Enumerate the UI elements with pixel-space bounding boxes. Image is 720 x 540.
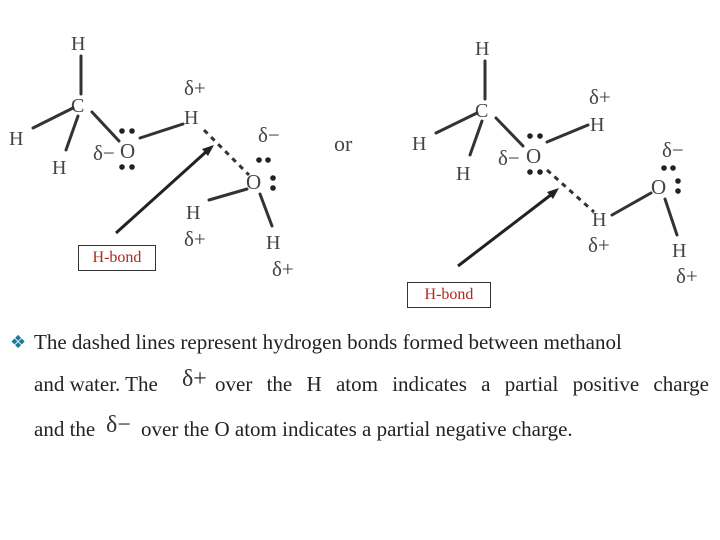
right-methanol: H C H H δ− O δ+ H [412,38,611,185]
bond-line [207,187,249,202]
atom-o: O [526,144,541,168]
partial-negative-label: δ− [498,146,520,170]
arrow-head-icon [547,188,559,199]
atom-o: O [246,170,261,194]
bond-line [64,114,80,152]
lone-pair-dot [527,169,533,175]
lone-pair-dot [119,128,125,134]
hbond-label: H-bond [407,282,491,308]
lone-pair-dot [265,157,271,163]
atom-c: C [475,100,488,122]
partial-positive-label: δ+ [589,85,611,109]
lone-pair-dot [675,178,681,184]
atom-h: H [590,114,604,136]
diamond-bullet-icon: ❖ [10,332,27,353]
or-connector: or [334,131,353,156]
hydrogen-bond-dash [202,128,251,177]
atom-h: H [71,33,85,55]
left-water: δ− O H δ+ H δ+ [184,123,294,281]
atom-o: O [120,139,135,163]
atom-h: H [266,232,280,254]
description-line-2-end: over the H atom indicates a partial posi… [215,372,709,396]
atom-c: C [71,95,84,117]
bond-line [494,116,525,148]
partial-positive-label: δ+ [184,227,206,251]
partial-negative-label: δ− [93,141,115,165]
description-line-3-start: and the [34,417,96,441]
lone-pair-dot [129,128,135,134]
lone-pair-dot [527,133,533,139]
atom-h: H [475,38,489,60]
lone-pair-dot [670,165,676,171]
partial-positive-label: δ+ [272,257,294,281]
lone-pair-dot [119,164,125,170]
partial-positive-symbol: δ+ [182,366,207,392]
bond-line [610,191,653,217]
bond-line [31,106,75,130]
arrow-line [457,192,553,268]
lone-pair-dot [675,188,681,194]
lone-pair-dot [537,133,543,139]
left-methanol: H C H H δ− O δ+ H [9,33,206,179]
lone-pair-dot [270,175,276,181]
atom-h: H [9,128,23,150]
atom-h: H [52,157,66,179]
partial-negative-symbol: δ− [106,412,131,438]
lone-pair-dot [661,165,667,171]
arrow-head-icon [202,145,214,156]
partial-negative-label: δ− [662,138,684,162]
atom-h: H [186,202,200,224]
atom-h: H [592,209,606,231]
hydrogen-bond-dash [546,168,595,214]
lone-pair-dot [256,157,262,163]
lone-pair-dot [129,164,135,170]
bond-line [468,119,484,157]
bond-line [90,110,121,143]
lone-pair-dot [537,169,543,175]
bond-line [138,122,185,140]
hbond-label: H-bond [78,245,156,271]
description-line-3-end: over the O atom indicates a partial nega… [141,417,573,441]
partial-positive-label: δ+ [184,76,206,100]
atom-h: H [412,133,426,155]
bond-line [545,123,590,144]
partial-negative-label: δ− [258,123,280,147]
atom-o: O [651,175,666,199]
bond-line [258,192,274,228]
bond-line [663,197,679,237]
arrow-line [114,149,209,235]
description-line-2-start: and water. The [34,372,158,396]
description-line-1: The dashed lines represent hydrogen bond… [34,330,622,354]
bond-line [434,111,479,135]
partial-positive-label: δ+ [588,233,610,257]
atom-h: H [672,240,686,262]
partial-positive-label: δ+ [676,264,698,288]
right-water: H δ+ O δ− H δ+ [546,138,698,288]
atom-h: H [456,163,470,185]
lone-pair-dot [270,185,276,191]
atom-h: H [184,107,198,129]
